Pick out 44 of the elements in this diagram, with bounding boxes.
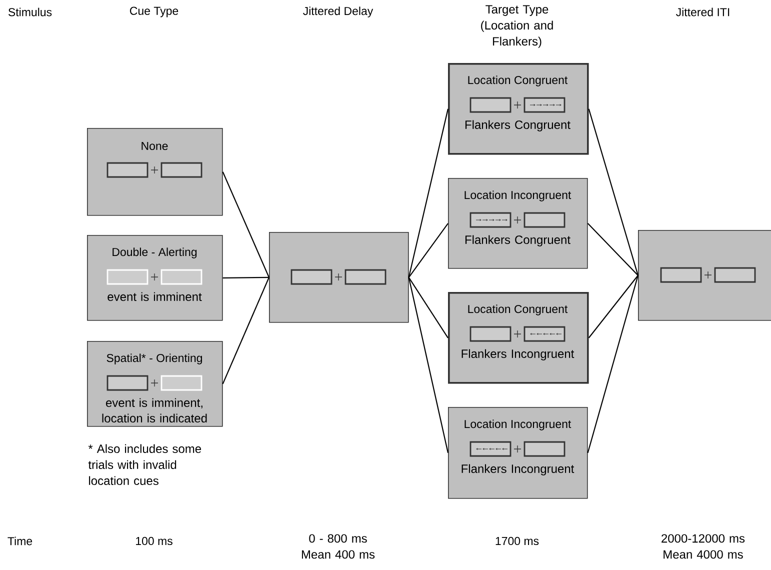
connector-line	[408, 223, 448, 278]
column-label: Time	[8, 536, 32, 546]
connector-line	[222, 172, 270, 278]
box-caption: Flankers Congruent	[465, 235, 570, 246]
connector-line	[408, 277, 448, 338]
stimulus-box	[448, 63, 589, 155]
connector-line	[408, 277, 449, 454]
box-heading: None	[142, 142, 168, 150]
stimulus-box	[87, 128, 223, 216]
column-label: 100 ms	[136, 536, 172, 546]
column-label: Jittered Delay	[303, 6, 374, 18]
display-box	[269, 232, 409, 323]
box-caption: Flankers Incongruent	[462, 349, 574, 360]
display-box	[638, 230, 771, 321]
stimulus-box	[448, 178, 588, 269]
column-label: 1700 ms	[496, 536, 539, 546]
connector-line	[222, 276, 270, 278]
connector-line	[408, 108, 449, 278]
stimulus-box	[87, 235, 223, 321]
connector-line	[588, 275, 638, 338]
box-heading: Double - Alerting	[112, 248, 197, 258]
stimulus-box	[448, 292, 589, 384]
column-label: Cue Type	[130, 6, 178, 18]
column-label: Stimulus	[8, 8, 52, 16]
box-heading: Location Incongruent	[464, 420, 572, 430]
stimulus-box	[87, 341, 223, 427]
connector-line	[588, 108, 639, 276]
connector-line	[222, 277, 270, 384]
connector-line	[587, 275, 639, 454]
box-caption: event is imminent, location is indicated	[102, 398, 207, 422]
box-heading: Spatial* - Orienting	[106, 354, 202, 364]
box-heading: Location Congruent	[468, 304, 568, 316]
column-label: Jittered ITI	[676, 8, 730, 16]
footnote: * Also includes some trials with invalid location cues	[88, 444, 202, 485]
box-caption: Flankers Congruent	[465, 120, 570, 132]
box-caption: event is imminent	[108, 292, 202, 301]
box-heading: Location Incongruent	[464, 190, 572, 202]
box-heading: Location Congruent	[468, 76, 568, 86]
connector-line	[587, 223, 638, 276]
column-label: 0 - 800 ms Mean 400 ms	[302, 534, 375, 559]
stimulus-box	[448, 407, 588, 499]
box-caption: Flankers Incongruent	[462, 464, 574, 476]
column-label: 2000-12000 ms Mean 4000 ms	[662, 534, 745, 559]
column-label: Target Type (Location and Flankers)	[481, 5, 553, 48]
